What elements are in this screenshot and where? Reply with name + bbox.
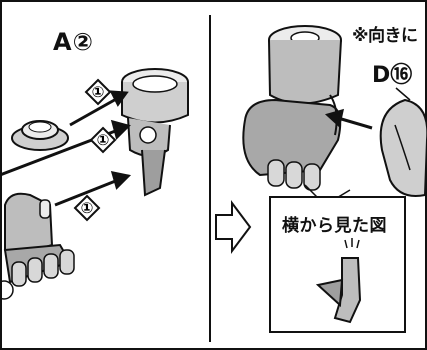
step-2: ① xyxy=(97,131,110,149)
assembled-body xyxy=(242,25,342,191)
attach-arrow xyxy=(324,108,373,130)
foot-part xyxy=(3,192,75,287)
step-3: ① xyxy=(81,199,94,217)
step-markers xyxy=(73,78,117,222)
transition-arrow xyxy=(215,200,252,254)
part-number-circle xyxy=(0,280,14,300)
part-a-housing xyxy=(121,68,189,197)
side-view-part xyxy=(315,238,362,324)
part-d-piece xyxy=(379,87,427,197)
step-1: ① xyxy=(92,83,105,101)
side-view-title: 横から見た図 xyxy=(282,216,387,236)
part-d-label: D⑯ xyxy=(372,63,413,88)
round-part xyxy=(11,120,69,151)
part-a-label: A② xyxy=(53,28,94,56)
direction-note: ※向きに xyxy=(352,26,418,46)
